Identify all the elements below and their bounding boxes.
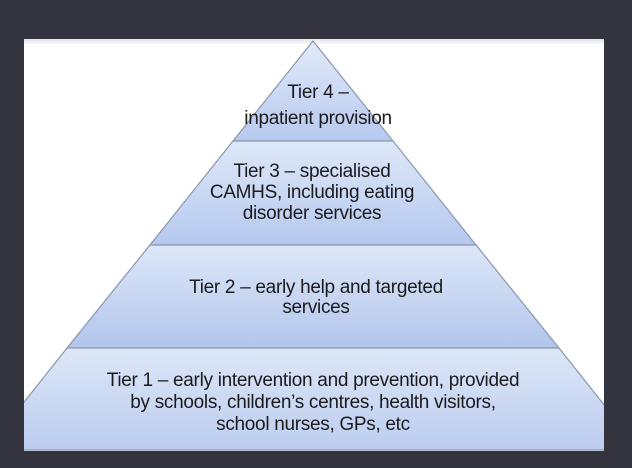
diagram-panel: Tier 4 – inpatient provision Tier 3 – sp… [24,39,604,451]
tier-3-label-line: Tier 3 – specialised [233,161,391,182]
tier-1-shape [24,347,604,451]
tier-2-label: Tier 2 – early help and targeted service… [189,278,443,318]
tier-1-label: Tier 1 – early intervention and preventi… [107,370,520,436]
tier-1-label-line: Tier 1 – early intervention and preventi… [106,370,520,391]
tier-4-label-line: Tier 4 – [287,82,349,103]
tier-2-label-line: services [282,297,350,318]
tier-4-label-line: inpatient provision [244,108,392,129]
tier-1-label-line: by schools, children’s centres, health v… [130,392,496,413]
tier-1-label-line: school nurses, GPs, etc [216,414,410,435]
tier-4-label: Tier 4 – inpatient provision [244,80,392,132]
tier-3-label-line: disorder services [242,203,382,224]
tier-3-label-line: CAMHS, including eating [209,182,415,203]
pyramid-graphic [24,39,604,451]
tier-3-label: Tier 3 – specialised CAMHS, including ea… [209,161,415,224]
tier-2-label-line: Tier 2 – early help and targeted [189,277,443,298]
